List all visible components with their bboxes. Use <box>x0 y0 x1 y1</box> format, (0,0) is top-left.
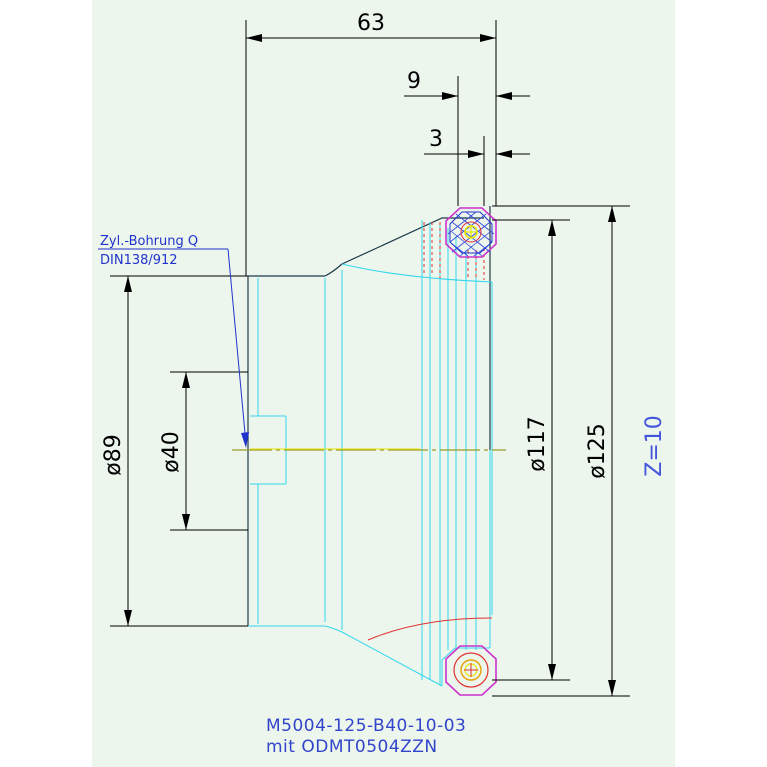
dim-40-label: ø40 <box>159 431 184 472</box>
part-number: M5004-125-B40-10-03 <box>266 716 466 736</box>
dim-125-label: ø125 <box>585 423 610 478</box>
insert-bottom <box>445 645 497 696</box>
dim-117-label: ø117 <box>525 416 550 471</box>
arrowheads <box>124 34 616 696</box>
dim-9-label: 9 <box>407 69 421 94</box>
red-edge <box>367 222 493 641</box>
dim-63-label: 63 <box>357 11 385 36</box>
bore-note-line2: DIN138/912 <box>100 253 178 268</box>
dim-89-label: ø89 <box>101 434 126 475</box>
insert-top <box>445 207 497 258</box>
bore-note-leader <box>98 248 247 445</box>
dim-3-label: 3 <box>429 127 443 152</box>
insert-designation: mit ODMT0504ZZN <box>266 737 438 757</box>
drawing-sheet <box>92 0 675 767</box>
bore-note-arrowhead <box>241 432 249 448</box>
teeth-count-label: Z=10 <box>642 415 667 477</box>
bore-note-line1: Zyl.-Bohrung Q <box>100 234 198 249</box>
